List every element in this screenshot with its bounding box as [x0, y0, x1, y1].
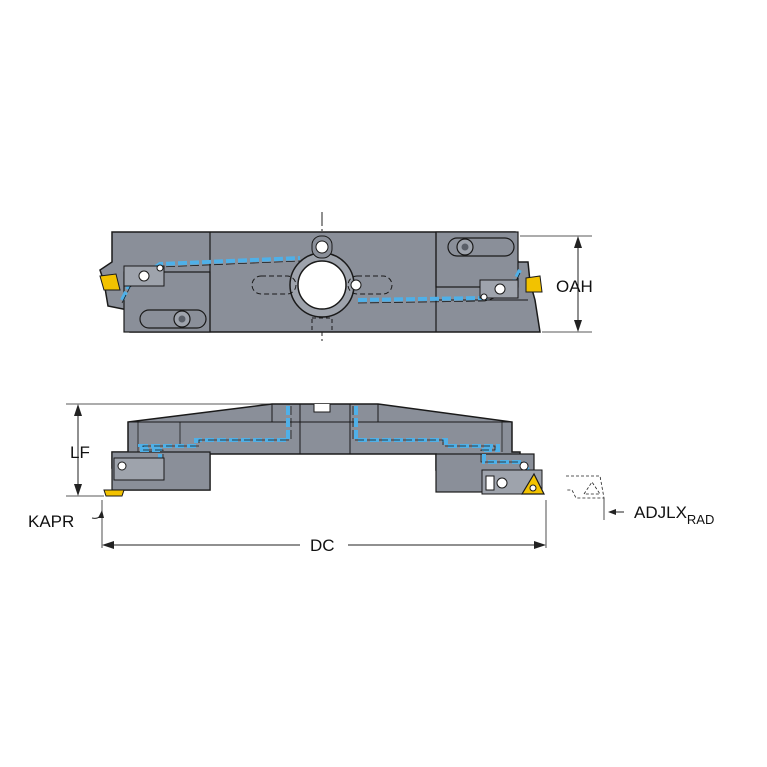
adjustment-detail — [566, 475, 624, 520]
hidden-slot-left — [251, 275, 297, 295]
left-slot — [139, 309, 207, 329]
left-side-insert-icon — [103, 489, 125, 497]
side-view: LF KAPR DC ADJLXRAD — [28, 403, 714, 555]
oah-label: OAH — [556, 277, 593, 296]
adjlx-label: ADJLXRAD — [634, 503, 714, 527]
center-bore-inner — [297, 260, 347, 310]
coolant-channel-left — [120, 256, 301, 301]
dc-label: DC — [310, 536, 335, 555]
hidden-slot-right — [347, 275, 393, 295]
right-side-insert-icon — [520, 472, 545, 495]
lf-label: LF — [70, 443, 90, 462]
adjlx-sub: RAD — [687, 512, 714, 527]
top-view: OAH — [99, 212, 593, 342]
left-insert-icon — [99, 273, 121, 291]
right-insert-icon — [525, 275, 543, 293]
adjlx-main: ADJLX — [634, 503, 687, 522]
kapr-label: KAPR — [28, 512, 74, 531]
